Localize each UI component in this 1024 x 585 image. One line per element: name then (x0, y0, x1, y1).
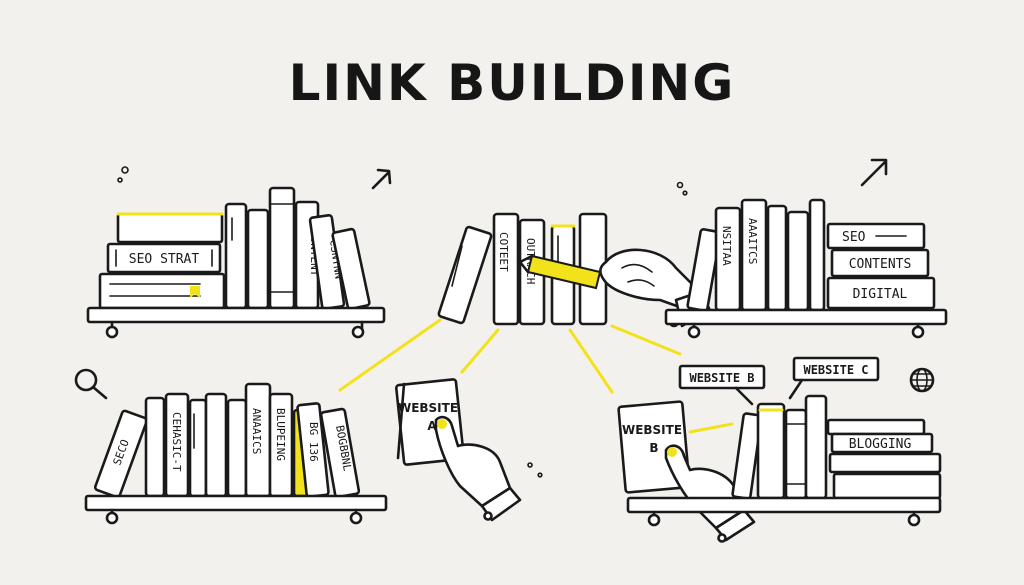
spine-anaaics: ANAAICS (250, 408, 263, 454)
spine-coteet: COTEET (497, 232, 510, 272)
tag-website-c-label: WEBSITE C (803, 363, 868, 377)
tag-website-c: WEBSITE C (788, 356, 880, 400)
link-connectors (338, 318, 734, 434)
spine-bg136: BG 136 (307, 422, 320, 462)
card-b-line2: B (649, 441, 658, 455)
spine-cehasic: CEHASIC-T (170, 412, 183, 472)
card-a-line2: A (427, 419, 437, 433)
stack-label-digital: DIGITAL (853, 287, 908, 302)
right-bottom-shelf: BLOGGING (626, 394, 942, 527)
page-title: LINK BUILDING (289, 54, 736, 112)
doodle-dots-icon (117, 166, 688, 478)
spine-aaaitcs: AAAITCS (746, 218, 759, 264)
stack-label-contents: CONTENTS (849, 257, 912, 272)
right-top-shelf: NSITAA AAAITCS SEO CONTENTS DIGITAL (664, 198, 948, 339)
left-bottom-shelf: SECO CEHASIC-T ANAAICS BLUPEING BG 136 B… (84, 382, 388, 525)
card-a-line1: WEBSITE (398, 401, 458, 415)
tag-website-b: WEBSITE B (678, 364, 766, 406)
globe-icon (909, 367, 935, 393)
card-b-line1: WEBSITE (622, 423, 682, 437)
hand-pointing-a-icon (434, 415, 522, 522)
highlighter-icon (518, 254, 602, 290)
stack-label-blogging: BLOGGING (849, 437, 912, 452)
left-top-shelf: SEO STRAT CONTENT CSNTNN (86, 186, 386, 339)
spine-nsitaa: NSITAA (720, 226, 733, 266)
stack-label-seo-strat: SEO STRAT (129, 252, 200, 267)
magnifier-icon (74, 368, 108, 400)
stack-label-seo: SEO (842, 230, 866, 245)
spine-blupeing: BLUPEING (274, 408, 287, 461)
tag-website-b-label: WEBSITE B (689, 371, 754, 385)
arrow-up-right-icon (371, 158, 888, 190)
